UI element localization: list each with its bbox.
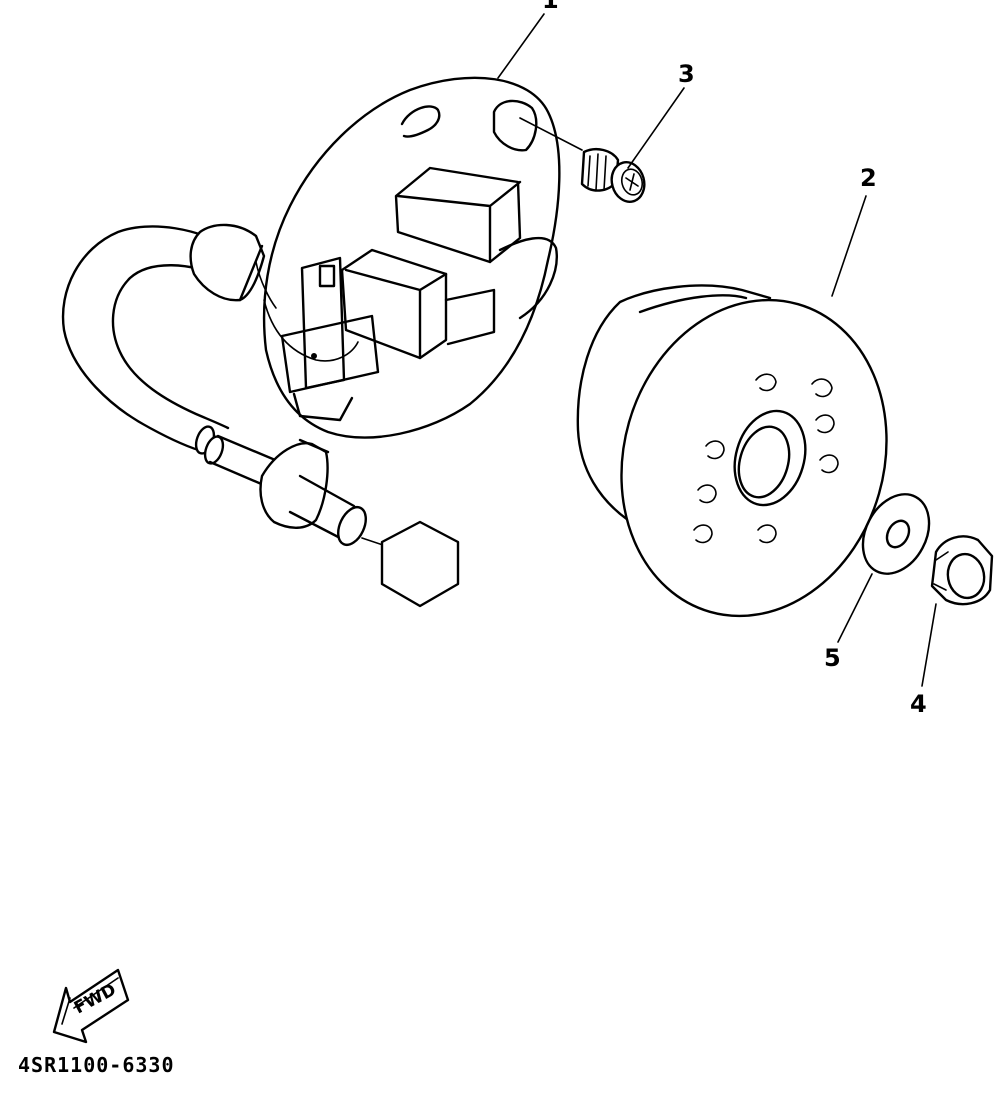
fwd-arrow-icon: FWD [52,968,130,1044]
wire-harness [61,223,460,608]
callout-2: 2 [860,164,877,192]
stator-assembly [61,76,561,608]
callout-3: 3 [678,60,695,88]
screw [519,117,646,203]
washer [861,493,931,575]
nut [930,535,994,606]
mounting-slot [492,99,538,152]
rotor [576,284,888,618]
callout-1: 1 [542,0,559,14]
callout-5: 5 [824,644,841,672]
leader-lines [497,13,937,687]
drawing-code: 4SR1100-6330 [18,1053,175,1077]
coupler-hex [380,520,460,608]
stator-plate [255,76,561,439]
callout-4: 4 [910,690,927,718]
